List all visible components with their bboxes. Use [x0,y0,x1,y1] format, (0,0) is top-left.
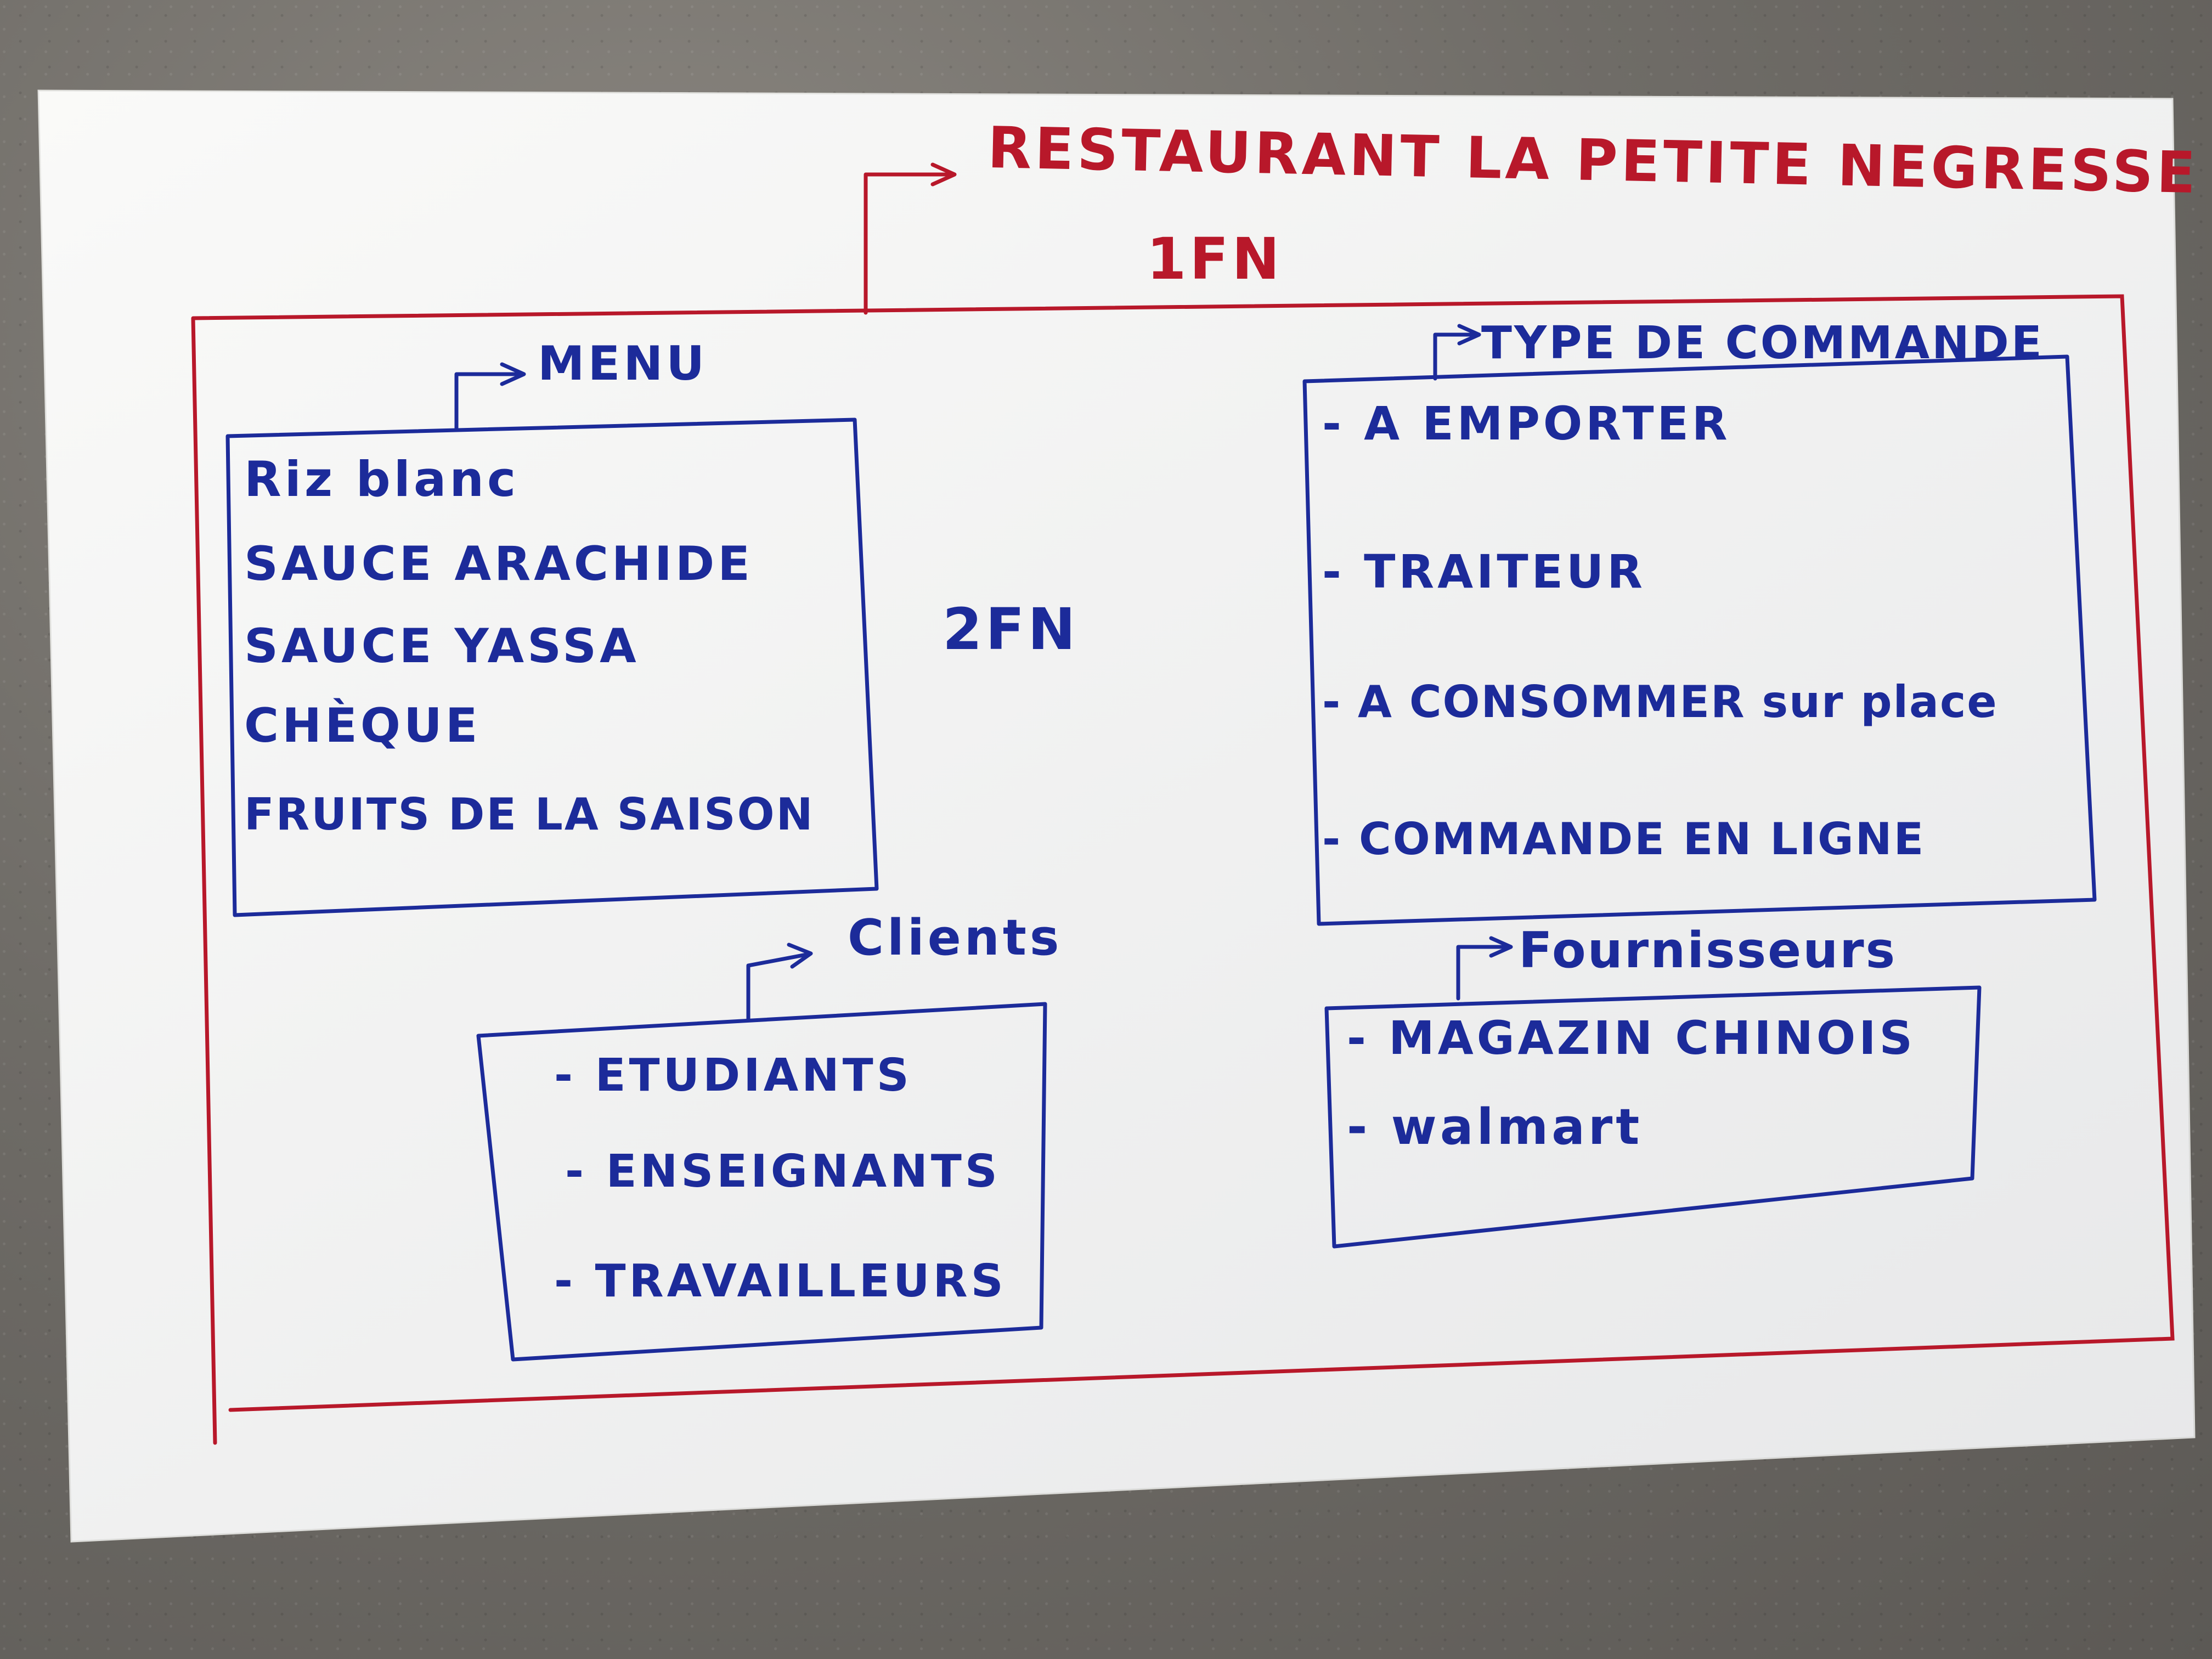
order-type-label: TYPE DE COMMANDE [1481,317,2044,369]
suppliers-label: Fournisseurs [1519,922,1897,979]
order-type-item: - A EMPORTER [1322,397,1731,450]
clients-connector [746,943,813,1022]
order-type-item: - A CONSOMMER sur place [1322,676,1998,727]
clients-item: - ETUDIANTS [554,1049,912,1102]
order-type-item: - TRAITEUR [1322,545,1646,599]
menu-item: SAUCE YASSA [244,619,640,674]
title-code: 1FN [1147,225,1283,292]
suppliers-item: - walmart [1347,1098,1643,1156]
order-type-box [1302,354,2097,926]
clients-item: - ENSEIGNANTS [565,1146,1001,1198]
menu-item: FRUITS DE LA SAISON [244,789,815,840]
menu-box [225,417,879,917]
menu-connector [454,362,526,431]
menu-label: MENU [538,336,708,391]
clients-item: - TRAVAILLEURS [554,1255,1007,1307]
order-type-connector [1433,324,1481,381]
suppliers-box [1324,985,1982,1249]
system-boundary-frame [191,294,2175,1445]
clients-label: Clients [848,909,1063,967]
menu-item: CHÈQUE [244,698,481,753]
clients-box [476,1002,1047,1362]
menu-item: Riz blanc [244,451,520,507]
title-connector [864,162,957,315]
suppliers-connector [1456,936,1513,1001]
menu-item: SAUCE ARACHIDE [244,537,754,591]
order-type-item: - COMMANDE EN LIGNE [1322,814,1926,865]
center-code: 2FN [943,596,1079,663]
suppliers-item: - MAGAZIN CHINOIS [1347,1011,1916,1065]
